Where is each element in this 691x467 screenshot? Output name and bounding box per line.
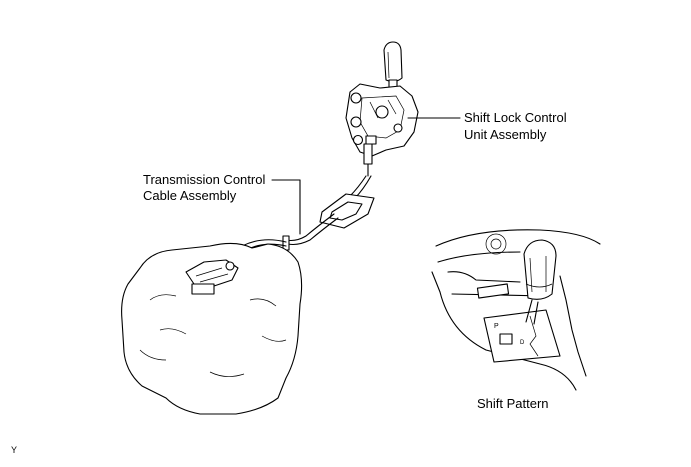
shift-lock-label-line2: Unit Assembly xyxy=(464,127,547,142)
shift-lock-control-unit-drawing xyxy=(345,41,419,177)
leader-lines xyxy=(271,117,461,235)
svg-text:D: D xyxy=(520,340,525,346)
transmission-cable-label-line2: Cable Assembly xyxy=(143,188,237,203)
transmission-cable-label-line1: Transmission Control xyxy=(143,172,266,187)
shift-pattern-label: Shift Pattern xyxy=(477,396,549,411)
shift-lock-label-line1: Shift Lock Control xyxy=(464,110,567,125)
shift-pattern-drawing: P D xyxy=(431,229,601,391)
svg-text:P: P xyxy=(494,323,499,330)
transmission-drawing xyxy=(121,242,303,415)
corner-mark: Y xyxy=(11,445,18,455)
